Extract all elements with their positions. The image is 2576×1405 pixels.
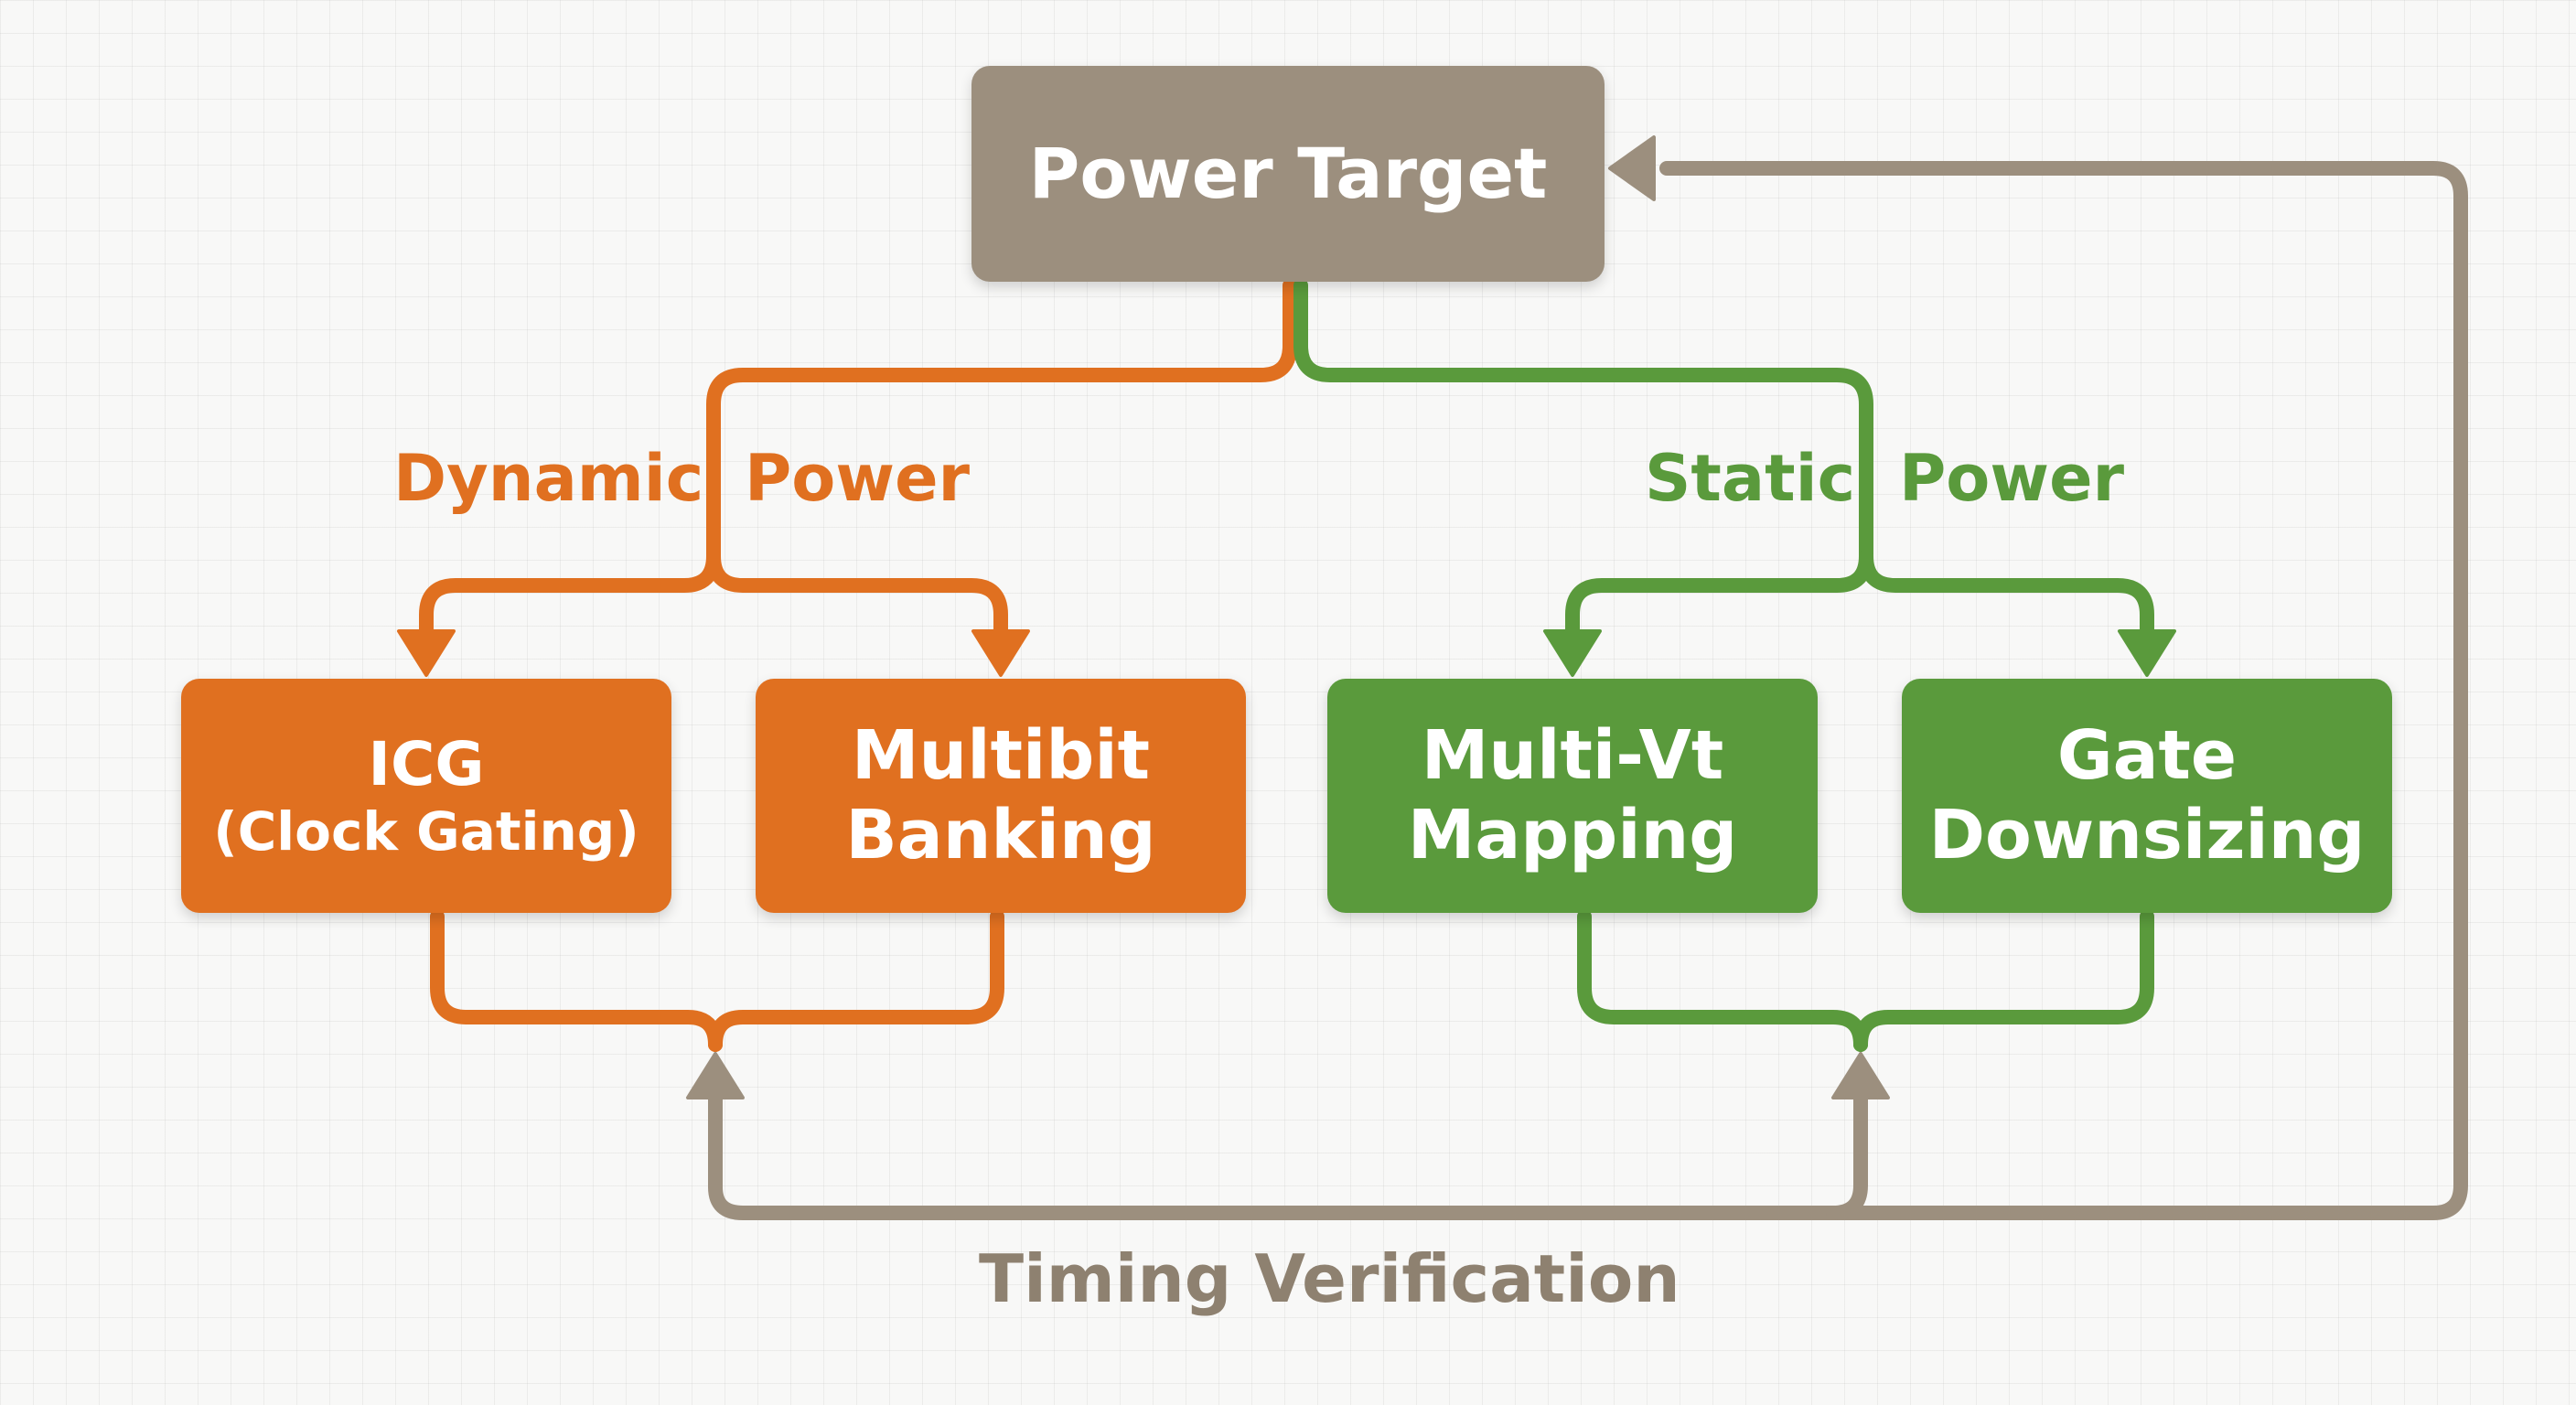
gate-downsizing-node: Gate Downsizing (1902, 679, 2392, 913)
icg-node: ICG (Clock Gating) (181, 679, 671, 913)
icg-subtitle: (Clock Gating) (213, 799, 639, 863)
icg-to-timing (430, 909, 723, 1052)
multivt-title: Multi-Vt (1421, 715, 1724, 795)
arrow-into-power-target-icon (1608, 135, 1656, 201)
multibit-banking-node: Multibit Banking (756, 679, 1246, 913)
timing-verification-label: Timing Verification (979, 1240, 1680, 1317)
arrow-into-gate-icon (2118, 629, 2176, 677)
gate-subtitle: Downsizing (1928, 796, 2366, 874)
power-target-label: Power Target (1028, 133, 1548, 215)
gate-title: Gate (2056, 715, 2238, 795)
static-branch-label: Static (1645, 441, 1856, 516)
icg-title: ICG (368, 728, 485, 799)
arrow-into-icg-icon (397, 629, 456, 677)
multivt-to-timing (1577, 909, 1868, 1052)
multivt-subtitle: Mapping (1407, 796, 1738, 874)
power-target-node: Power Target (971, 66, 1605, 282)
multibit-subtitle: Banking (845, 796, 1156, 874)
dynamic-branch-trunk (419, 278, 1297, 648)
multibit-to-timing (708, 909, 1004, 1052)
timing-feedback-riser-static (1826, 1070, 1868, 1220)
gate-to-timing (1853, 909, 2154, 1052)
dynamic-branch-to-multibit (706, 549, 1008, 648)
static-power-label: Power (1899, 441, 2125, 516)
arrow-up-dynamic-icon (686, 1052, 745, 1099)
arrow-into-multibit-icon (971, 629, 1030, 677)
dynamic-power-label: Power (745, 441, 971, 516)
multi-vt-mapping-node: Multi-Vt Mapping (1327, 679, 1818, 913)
static-branch-trunk (1293, 278, 1873, 648)
timing-feedback-bus (708, 161, 2468, 1220)
multibit-title: Multibit (851, 715, 1151, 795)
static-branch-to-gate (1859, 549, 2154, 648)
dynamic-branch-label: Dynamic (393, 441, 704, 516)
arrow-up-static-icon (1831, 1052, 1890, 1099)
arrow-into-multivt-icon (1543, 629, 1602, 677)
